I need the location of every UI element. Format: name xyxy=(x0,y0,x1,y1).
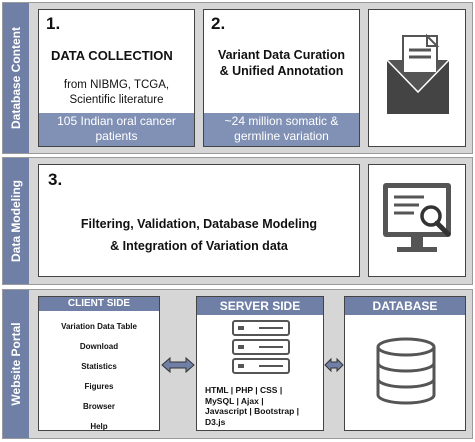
tech-line: D3.js xyxy=(205,416,226,427)
list-item: Help xyxy=(90,422,108,431)
description-line: & Integration of Variation data xyxy=(110,239,288,253)
double-arrow-icon xyxy=(161,356,195,374)
step-title: Variant Data Curation & Unified Annotati… xyxy=(204,47,359,79)
client-side-header: CLIENT SIDE xyxy=(39,297,159,311)
list-item: Variation Data Table xyxy=(61,322,137,331)
monitor-icon-card xyxy=(368,164,466,277)
database-header: DATABASE xyxy=(345,297,465,315)
client-side-card: CLIENT SIDE Variation Data Table Downloa… xyxy=(38,296,160,431)
section-label: Database Content xyxy=(9,26,23,130)
title-line: & Unified Annotation xyxy=(219,64,344,78)
server-side-card: SERVER SIDE HTML | PHP | CSS | MySQL | A… xyxy=(196,296,324,431)
filtering-card: 3. Filtering, Validation, Database Model… xyxy=(38,164,360,277)
data-collection-card: 1. DATA COLLECTION from NIBMG, TCGA, Sci… xyxy=(38,9,195,147)
variation-count-bar: ~24 million somatic & germline variation xyxy=(204,113,359,146)
bar-line: ~24 million somatic & xyxy=(224,114,339,128)
patient-count-bar: 105 Indian oral cancer patients xyxy=(39,113,194,146)
title-line: Variant Data Curation xyxy=(217,48,346,62)
section-label-bar: Website Portal xyxy=(3,290,29,438)
source-line: from NIBMG, TCGA, xyxy=(63,79,170,91)
step-title: DATA COLLECTION xyxy=(51,48,173,63)
section-label-bar: Data Modeling xyxy=(3,158,29,284)
list-item: Statistics xyxy=(81,362,117,371)
database-icon xyxy=(376,337,436,405)
step-number: 1. xyxy=(46,14,61,33)
double-arrow-icon xyxy=(324,357,344,373)
source-text: from NIBMG, TCGA, Scientific literature xyxy=(39,78,194,108)
list-item: Download xyxy=(79,342,119,351)
tech-line: MySQL | Ajax | xyxy=(205,395,264,406)
tech-line: Javascript | Bootstrap | xyxy=(205,406,300,416)
website-portal-panel: Website Portal CLIENT SIDE Variation Dat… xyxy=(2,289,473,439)
bar-line: 105 Indian oral cancer xyxy=(57,114,176,128)
server-side-header: SERVER SIDE xyxy=(197,297,323,315)
tech-line: HTML | PHP | CSS | xyxy=(205,385,283,395)
tech-stack-text: HTML | PHP | CSS | MySQL | Ajax | Javasc… xyxy=(205,385,299,427)
database-content-panel: Database Content 1. DATA COLLECTION from… xyxy=(2,2,473,154)
step-number: 2. xyxy=(211,14,226,33)
client-feature-list: Variation Data Table Download Statistics… xyxy=(39,322,159,442)
list-item: Figures xyxy=(84,382,114,391)
envelope-box-icon xyxy=(386,33,450,114)
source-line: Scientific literature xyxy=(69,94,164,106)
monitor-search-icon xyxy=(383,183,451,252)
data-modeling-panel: Data Modeling 3. Filtering, Validation, … xyxy=(2,157,473,285)
step-number: 3. xyxy=(48,170,63,189)
variant-curation-card: 2. Variant Data Curation & Unified Annot… xyxy=(203,9,360,147)
description-line: Filtering, Validation, Database Modeling xyxy=(80,217,318,231)
envelope-icon-card xyxy=(368,9,466,147)
server-stack-icon xyxy=(232,320,290,374)
bar-line: germline variation xyxy=(234,129,329,143)
section-label: Data Modeling xyxy=(9,179,23,263)
section-label: Website Portal xyxy=(9,322,23,406)
list-item: Browser xyxy=(82,402,115,411)
database-card: DATABASE xyxy=(344,296,466,431)
step-description: Filtering, Validation, Database Modeling… xyxy=(39,213,359,257)
bar-line: patients xyxy=(95,129,138,143)
section-label-bar: Database Content xyxy=(3,3,29,153)
